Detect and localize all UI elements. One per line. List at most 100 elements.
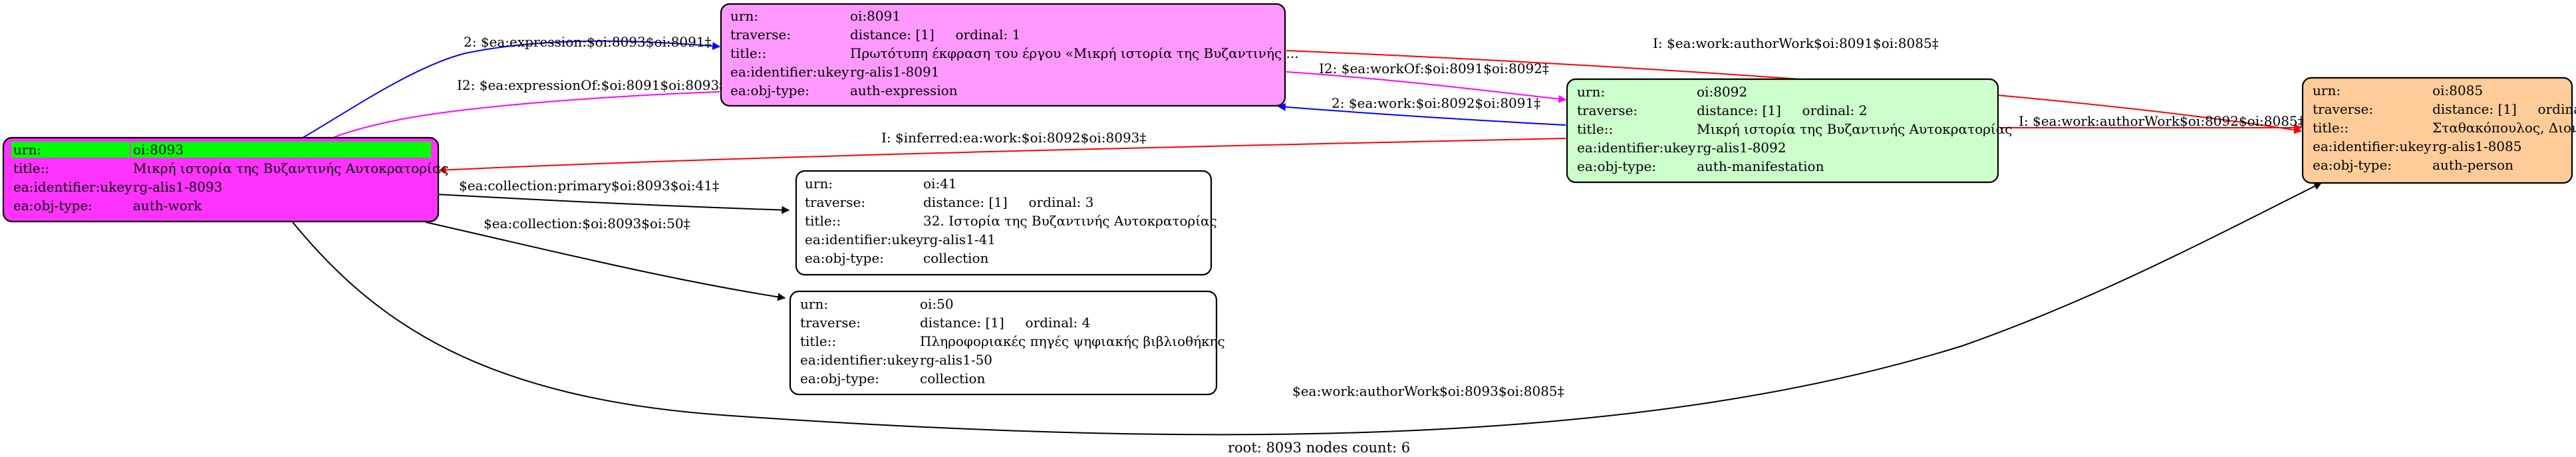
row-key: urn: xyxy=(800,296,828,312)
row-key: ea:identifier:ukey xyxy=(1577,140,1696,156)
edge-label: I: $ea:work:authorWork$oi:8092$oi:8085‡ xyxy=(2019,113,2305,129)
row-value: Πρωτότυπη έκφραση του έργου «Μικρή ιστορ… xyxy=(850,45,1299,61)
row-key: urn: xyxy=(730,8,758,24)
node-header-key-highlight xyxy=(11,142,130,158)
row-key: urn: xyxy=(805,176,833,192)
row-value: distance: [1] ordinal: 2 xyxy=(1697,102,1867,118)
node-header-value-highlight xyxy=(131,142,431,158)
row-key: ea:obj-type: xyxy=(730,82,809,98)
row-key: ea:obj-type: xyxy=(805,250,884,266)
edge-line xyxy=(1277,102,1566,126)
node-50[interactable]: urn: oi:50 traverse: distance: [1] ordin… xyxy=(789,290,1225,396)
edge-label: I2: $ea:expressionOf:$oi:8091$oi:8093‡ xyxy=(457,77,726,93)
row-key: traverse: xyxy=(1577,102,1638,118)
edge-line xyxy=(1286,71,1567,103)
row-value: rg-alis1-8085 xyxy=(2432,138,2521,154)
row-key: title:: xyxy=(805,213,841,229)
edge-line xyxy=(292,182,2323,436)
row-value: distance: [1] ordinal: 3 xyxy=(923,194,1093,210)
row-value: oi:41 xyxy=(923,176,957,192)
edge-expression-8093-8091: 2: $ea:expression:$oi:8093$oi:8091‡ xyxy=(299,34,721,140)
edge-work-8092-8091: 2: $ea:work:$oi:8092$oi:8091‡ xyxy=(1277,95,1566,126)
node-41[interactable]: urn: oi:41 traverse: distance: [1] ordin… xyxy=(795,170,1217,276)
edge-authorwork-8093-8085: $ea:work:authorWork$oi:8093$oi:8085‡ xyxy=(292,182,2323,436)
edge-label: 2: $ea:expression:$oi:8093$oi:8091‡ xyxy=(464,34,712,50)
edge-inferred-8092-8093: I: $inferred:ea:work:$oi:8092$oi:8093‡ xyxy=(438,130,1566,174)
edge-workof-8091-8092: I2: $ea:workOf:$oi:8091$oi:8092‡ xyxy=(1286,61,1567,103)
row-key: ea:obj-type: xyxy=(13,198,92,214)
row-key: ea:identifier:ukey xyxy=(805,231,924,247)
node-box xyxy=(2,136,440,223)
row-key: ea:identifier:ukey xyxy=(2313,138,2432,154)
row-key: title:: xyxy=(730,45,766,61)
row-value: oi:8085 xyxy=(2432,82,2483,98)
row-value: 32. Ιστορία της Βυζαντινής Αυτοκρατορίας xyxy=(923,213,1217,229)
row-key: urn: xyxy=(2313,82,2341,98)
row-value: auth-person xyxy=(2432,157,2513,173)
edge-collection-primary-8093-41: $ea:collection:primary$oi:8093$oi:41‡ xyxy=(435,178,790,214)
edge-line xyxy=(438,138,1566,174)
row-value: distance: [1] ordinal: 4 xyxy=(920,315,1090,331)
row-value: rg-alis1-50 xyxy=(920,352,992,368)
row-value: oi:8093 xyxy=(133,142,184,158)
edge-authorwork-8092-8085: I: $ea:work:authorWork$oi:8092$oi:8085‡ xyxy=(2000,113,2305,132)
row-value: oi:50 xyxy=(920,296,954,312)
row-key: title:: xyxy=(13,160,49,176)
row-key: ea:obj-type: xyxy=(1577,158,1656,174)
edge-label: $ea:collection:primary$oi:8093$oi:41‡ xyxy=(459,178,719,194)
node-box xyxy=(789,290,1218,396)
row-key: ea:identifier:ukey xyxy=(800,352,919,368)
edge-line xyxy=(425,222,786,301)
node-box xyxy=(795,170,1213,276)
edge-label: I: $ea:work:authorWork$oi:8091$oi:8085‡ xyxy=(1653,35,1939,51)
row-value: collection xyxy=(920,371,986,386)
row-key: traverse: xyxy=(2313,101,2373,117)
row-key: ea:identifier:ukey xyxy=(13,179,132,195)
node-8093[interactable]: urn: oi:8093 title:: Μικρή ιστορία της Β… xyxy=(2,136,448,223)
row-key: title:: xyxy=(1577,121,1613,137)
edge-label: I: $inferred:ea:work:$oi:8092$oi:8093‡ xyxy=(881,130,1146,146)
edge-label: 2: $ea:work:$oi:8092$oi:8091‡ xyxy=(1332,95,1540,111)
row-value: rg-alis1-8093 xyxy=(133,179,222,195)
row-value: Μικρή ιστορία της Βυζαντινής Αυτοκρατορί… xyxy=(133,160,448,176)
row-value: collection xyxy=(923,250,989,266)
row-key: title:: xyxy=(2313,120,2349,136)
row-key: traverse: xyxy=(730,27,791,43)
node-8085[interactable]: urn: oi:8085 traverse: distance: [1] ord… xyxy=(2301,76,2576,184)
row-value: rg-alis1-8092 xyxy=(1697,140,1786,156)
row-value: rg-alis1-8091 xyxy=(850,64,939,80)
row-key: urn: xyxy=(13,142,41,158)
row-value: oi:8091 xyxy=(850,8,901,24)
row-key: traverse: xyxy=(805,194,865,210)
node-box xyxy=(720,3,1286,107)
row-value: oi:8092 xyxy=(1697,84,1747,100)
row-value: distance: [1] ordinal: 1 xyxy=(850,27,1020,43)
graph-footer: root: 8093 nodes count: 6 xyxy=(1228,440,1410,456)
edge-collection-8093-50: $ea:collection:$oi:8093$oi:50‡ xyxy=(425,216,786,301)
node-8092[interactable]: urn: oi:8092 traverse: distance: [1] ord… xyxy=(1566,78,2012,184)
row-value: auth-manifestation xyxy=(1697,158,1824,174)
edge-label: $ea:collection:$oi:8093$oi:50‡ xyxy=(484,216,690,231)
row-key: ea:identifier:ukey xyxy=(730,64,849,80)
row-value: auth-expression xyxy=(850,82,958,98)
row-value: auth-work xyxy=(133,198,202,214)
row-key: ea:obj-type: xyxy=(800,371,879,386)
row-value: Σταθακόπουλος, Διονύσιος xyxy=(2432,120,2576,136)
row-key: ea:obj-type: xyxy=(2313,157,2392,173)
node-box xyxy=(2301,76,2573,184)
node-box xyxy=(1566,78,1999,184)
row-value: Μικρή ιστορία της Βυζαντινής Αυτοκρατορί… xyxy=(1697,121,2012,137)
edge-line xyxy=(435,194,790,214)
row-key: title:: xyxy=(800,333,836,349)
edge-label: I2: $ea:workOf:$oi:8091$oi:8092‡ xyxy=(1319,61,1549,76)
edge-line xyxy=(299,40,721,140)
row-key: traverse: xyxy=(800,315,861,331)
edge-label: $ea:work:authorWork$oi:8093$oi:8085‡ xyxy=(1292,383,1564,399)
row-value: Πληροφοριακές πηγές ψηφιακής βιβλιοθήκης xyxy=(920,333,1225,349)
row-value: distance: [1] ordinal: 5 xyxy=(2432,101,2576,117)
row-value: rg-alis1-41 xyxy=(923,231,996,247)
row-key: urn: xyxy=(1577,84,1605,100)
node-8091[interactable]: urn: oi:8091 traverse: distance: [1] ord… xyxy=(720,3,1299,107)
edge-expressionof-8091-8093: I2: $ea:expressionOf:$oi:8091$oi:8093‡ xyxy=(300,77,726,158)
